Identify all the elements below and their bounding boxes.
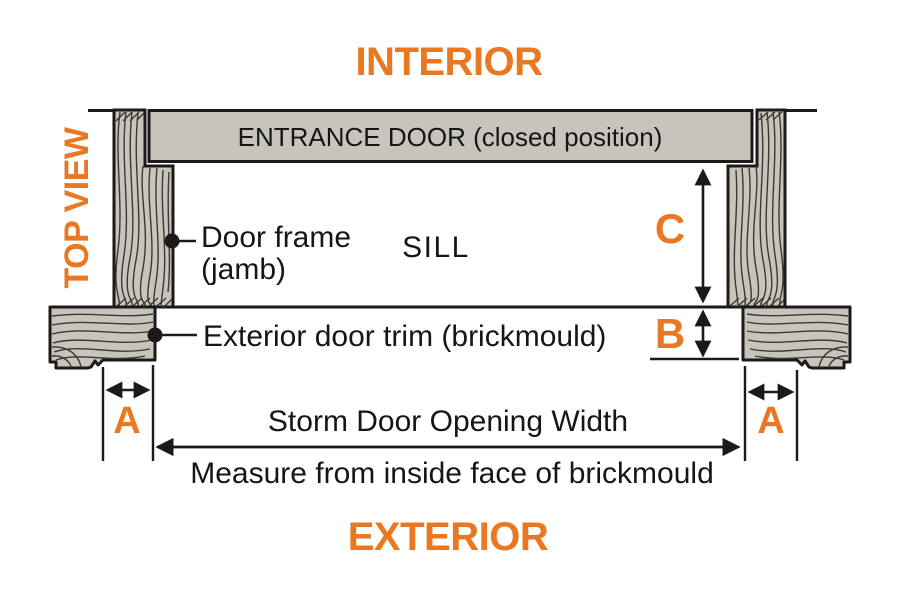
door-frame-label-line2: (jamb) <box>201 253 286 286</box>
storm-width-label: Storm Door Opening Width <box>268 405 628 438</box>
leader-dot-icon <box>164 233 180 249</box>
wood-grain-left-brickmould <box>51 313 154 368</box>
dim-label-b: B <box>655 310 685 357</box>
interior-heading: INTERIOR <box>355 40 543 84</box>
measure-note-label: Measure from inside face of brickmould <box>190 457 714 490</box>
exterior-heading: EXTERIOR <box>348 515 549 559</box>
right-jamb <box>726 108 787 309</box>
dim-label-a-left: A <box>113 400 140 442</box>
exterior-trim-label: Exterior door trim (brickmould) <box>203 320 606 353</box>
dim-label-c: C <box>655 205 685 252</box>
dim-label-a-right: A <box>757 400 784 442</box>
leader-dot-icon <box>147 327 163 343</box>
wood-grain-right-brickmould <box>746 313 849 368</box>
entrance-door-label: ENTRANCE DOOR (closed position) <box>238 122 663 152</box>
door-frame-label-line1: Door frame <box>201 221 351 254</box>
sill-label: SILL <box>402 231 470 264</box>
entrance-door-slab <box>147 109 754 163</box>
wood-grain-right-jamb <box>729 111 785 307</box>
top-view-heading: TOP VIEW <box>58 126 96 288</box>
